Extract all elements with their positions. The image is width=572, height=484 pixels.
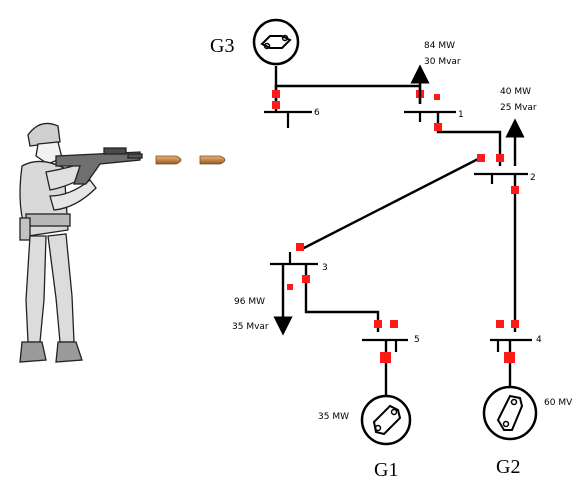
- generator-connections: [274, 66, 512, 396]
- bus-3-label: 3: [322, 263, 328, 273]
- bus-3: 3: [270, 252, 328, 273]
- circuit-breakers: [272, 90, 519, 363]
- breaker: [496, 320, 504, 328]
- generator-g1-label: G1: [374, 459, 398, 481]
- generator-g1-mw: 35 MW: [318, 412, 349, 422]
- bullet-icon: [199, 155, 226, 165]
- generator-g2-label: G2: [496, 456, 520, 478]
- breaker: [496, 154, 504, 162]
- breaker: [511, 186, 519, 194]
- breaker: [302, 275, 310, 283]
- bus-6: 6: [264, 108, 320, 128]
- bus-4-label: 4: [536, 335, 542, 345]
- generator-g1: 35 MW G1: [318, 394, 412, 481]
- generator-icon: [482, 385, 538, 441]
- bus-2-label: 2: [530, 173, 536, 183]
- breaker: [434, 123, 442, 131]
- line-1-2: [436, 112, 502, 166]
- bus-5-label: 5: [414, 335, 420, 345]
- generator-icon: [252, 18, 300, 66]
- load-bus1-mw: 84 MW: [424, 41, 455, 51]
- bus-2: 2: [474, 172, 536, 184]
- bus-1: 1: [404, 110, 464, 122]
- breaker: [296, 243, 304, 251]
- line-3-5: [304, 264, 380, 332]
- breaker: [504, 352, 515, 363]
- load-bus3-mvar: 35 Mvar: [232, 322, 269, 332]
- line-2-3: [299, 156, 481, 252]
- loads: [273, 64, 525, 336]
- generator-g3-label: G3: [210, 35, 234, 57]
- load-bus2-mw: 40 MW: [500, 87, 531, 97]
- generator-g3: G3: [210, 18, 300, 66]
- generator-g2: 60 MV G2: [482, 385, 572, 478]
- bus-4: 4: [490, 335, 542, 352]
- breaker: [511, 320, 519, 328]
- breaker: [390, 320, 398, 328]
- breaker: [272, 101, 280, 109]
- breaker: [477, 154, 485, 162]
- bus-5: 5: [362, 335, 420, 352]
- generator-icon: [360, 394, 412, 446]
- bullet-icon: [155, 155, 182, 165]
- breaker: [434, 94, 440, 100]
- transmission-lines: [274, 84, 517, 332]
- breaker: [374, 320, 382, 328]
- bus-1-label: 1: [458, 110, 464, 120]
- line-6-1: [274, 84, 422, 104]
- load-bus1-mvar: 30 Mvar: [424, 57, 461, 67]
- breaker: [287, 284, 293, 290]
- bus-6-label: 6: [314, 108, 320, 118]
- soldier-with-rifle-icon: [19, 122, 143, 363]
- load-bus2-mvar: 25 Mvar: [500, 103, 537, 113]
- load-bus3-mw: 96 MW: [234, 297, 265, 307]
- breaker: [380, 352, 391, 363]
- breaker: [272, 90, 280, 98]
- generator-g2-mw: 60 MV: [544, 398, 572, 408]
